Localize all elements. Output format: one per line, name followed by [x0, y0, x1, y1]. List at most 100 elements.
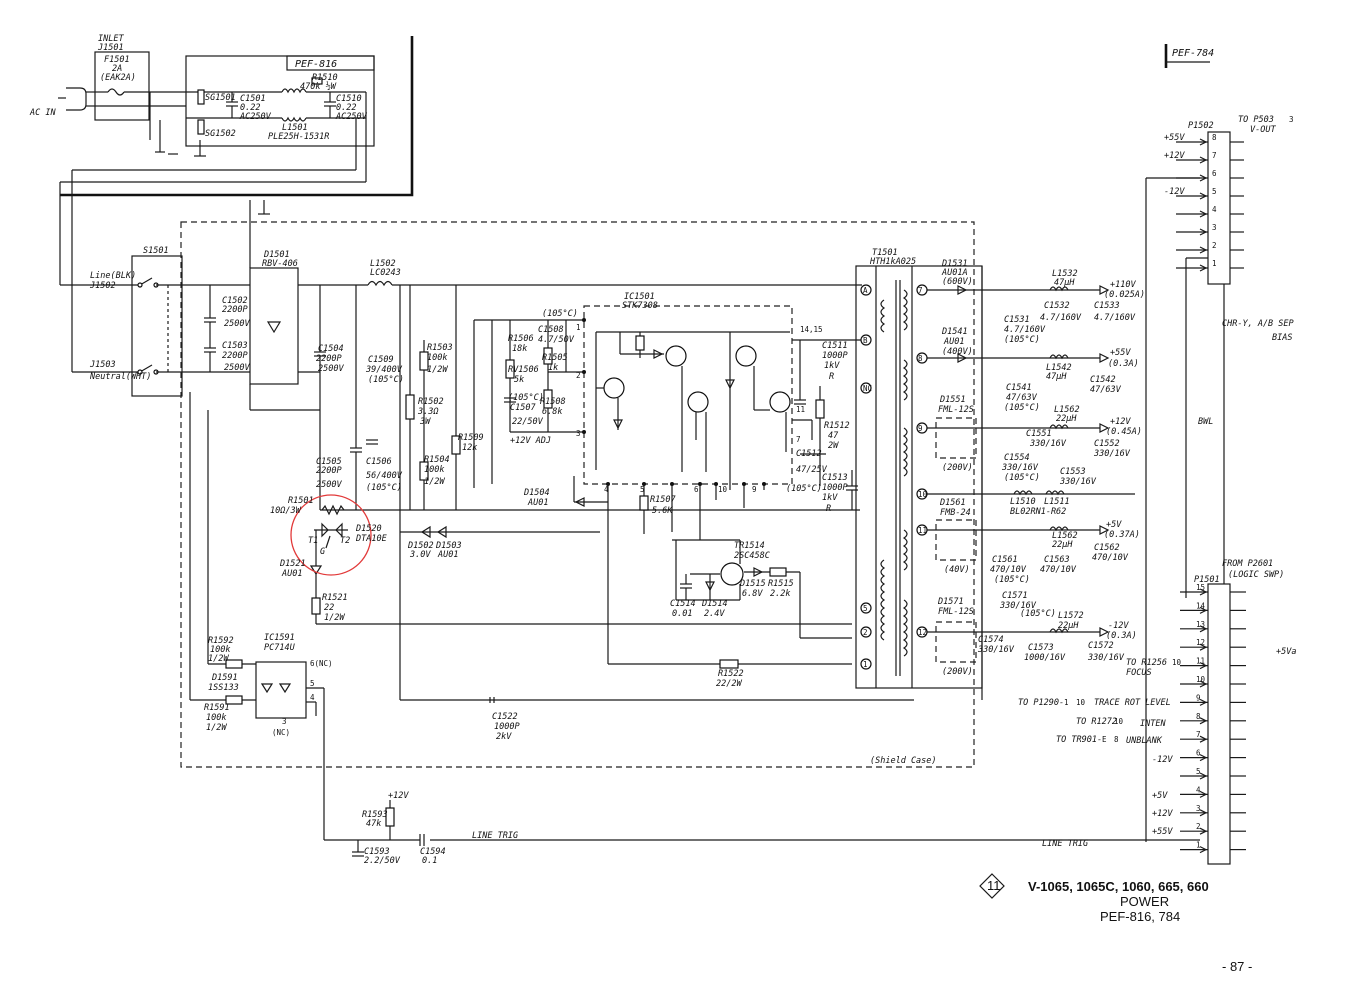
r1508-ref: R1508: [540, 397, 566, 407]
ic1501-pin-5: 5: [640, 485, 645, 494]
p1501-arrow: [1199, 588, 1208, 596]
v12n-current: (0.3A): [1106, 631, 1137, 641]
c1511-volt: 1kV: [824, 361, 840, 371]
r1593-val: 47k: [366, 819, 381, 829]
c1509-temp: (105°C): [368, 375, 404, 385]
p1501-arrow: [1199, 827, 1208, 835]
c1506-val: 56/400V: [366, 471, 403, 481]
ic1501-pin-7: 7: [796, 435, 801, 444]
transformer-pin: [860, 334, 872, 346]
c1501-volt: AC250V: [239, 112, 272, 122]
chr-label: CHR-Y, A/B SEP: [1222, 319, 1294, 329]
d1501-ref: D1501: [263, 250, 290, 260]
c1513-ref: C1513: [822, 473, 848, 483]
p1502-arrow: [1199, 156, 1208, 164]
transformer-pin: [916, 524, 928, 536]
fuse-ref: F1501: [104, 55, 130, 65]
p1501-pin-num: 4: [1196, 785, 1201, 794]
l1572-val: 22μH: [1058, 621, 1079, 631]
p1501-pin-num: 1: [1196, 841, 1201, 850]
r1521-watt: 1/2W: [324, 613, 345, 623]
title-models: V-1065, 1065C, 1060, 665, 660: [1028, 879, 1209, 894]
triac-t2: T2: [340, 536, 350, 546]
sg1502-label: SG1502: [205, 129, 236, 139]
c1502-ref: C1502: [222, 296, 248, 306]
p1501-pin-num: 12: [1196, 638, 1205, 647]
c1561-temp: (105°C): [994, 575, 1030, 585]
v5a-label: +5Va: [1276, 647, 1296, 657]
v12p-label: +12V: [1110, 417, 1131, 427]
l1532-ref: L1532: [1052, 269, 1078, 279]
r1509-ref: R1509: [458, 433, 484, 443]
p1502-pin-num: 2: [1212, 241, 1217, 250]
c1541-ref: C1541: [1006, 383, 1032, 393]
p1501-arrow: [1199, 643, 1208, 651]
v12n-label: -12V: [1108, 621, 1129, 631]
trace-to: TO P1290-: [1018, 698, 1064, 708]
c1511-val: 1000P: [822, 351, 848, 361]
c1510-val: 0.22: [336, 103, 356, 113]
c1511-ref: C1511: [822, 341, 848, 351]
d1591-ref: D1591: [211, 673, 238, 683]
c1522-ref: C1522: [492, 712, 518, 722]
d1531-volt: (600V): [942, 277, 973, 287]
c1505-val: 2200P: [316, 466, 342, 476]
d1561-part: FMB-24: [940, 508, 971, 518]
d1571-ref: D1571: [937, 597, 964, 607]
transformer-pin-label: 1: [863, 660, 868, 669]
d1571-volt: (200V): [942, 667, 973, 677]
ic1501-pin-1: 1: [576, 323, 581, 332]
inlet-board: [58, 36, 414, 372]
primary-winding: [880, 299, 886, 333]
c1554-val: 330/16V: [1001, 463, 1039, 473]
l1562-val: 22μH: [1056, 414, 1077, 424]
p1502-pin-num: 3: [1212, 223, 1217, 232]
r1504-watt: 1/2W: [424, 477, 445, 487]
p1501-arrow: [1199, 717, 1208, 725]
p1501-pin-num: 13: [1196, 620, 1205, 629]
c1502-volt: 2500V: [224, 319, 250, 329]
p1502-arrow: [1199, 138, 1208, 146]
tr1514-ref: TR1514: [734, 541, 765, 551]
bias-label: BIAS: [1272, 333, 1292, 343]
p1502-pin-label: -12V: [1164, 187, 1185, 197]
diagram-number: 11: [987, 878, 1001, 893]
d1571-part: FML-12S: [938, 607, 974, 617]
c1513-volt: 1kV: [822, 493, 838, 503]
p1501-arrow: [1199, 772, 1208, 780]
pef784-label: PEF-784: [1172, 48, 1214, 59]
p1501-arrow: [1199, 754, 1208, 762]
c1553-ref: C1553: [1060, 467, 1086, 477]
ic1591-part: PC714U: [264, 643, 296, 653]
c1553-val: 330/16V: [1059, 477, 1097, 487]
ic1591-pin3: 3: [282, 717, 287, 726]
c1562-ref: C1562: [1094, 543, 1120, 553]
page-number: - 87 -: [1222, 959, 1252, 974]
transformer-pin-label: NC: [863, 384, 872, 393]
p1501-logic: (LOGIC SWP): [1228, 570, 1284, 580]
c1514-ref: C1514: [670, 599, 696, 609]
trace-num-2: 10: [1076, 698, 1086, 707]
fuse-part: (EAK2A): [100, 73, 136, 83]
ic1591-pin6: 6(NC): [310, 659, 333, 668]
p1502-pin-num: 8: [1212, 133, 1217, 142]
c1509-ref: C1509: [368, 355, 394, 365]
unblank-to: TO TR901-: [1056, 735, 1102, 745]
c1532-ref: C1532: [1044, 301, 1070, 311]
r1504-val: 100k: [424, 465, 444, 475]
r1591-ref: R1591: [204, 703, 230, 713]
c1513-val: 1000P: [822, 483, 848, 493]
transformer-pin-label: B: [863, 336, 868, 345]
l1562b-val: 22μH: [1052, 540, 1073, 550]
v5-current: (0.37A): [1104, 530, 1140, 540]
r1502-ref: R1502: [418, 397, 444, 407]
ic1501-temp-2: (105°C): [508, 393, 544, 403]
p1501-arrow: [1199, 809, 1208, 817]
transformer-pin: [860, 658, 872, 670]
d1502-val: 3.0V: [409, 550, 431, 560]
secondary-winding: [902, 289, 908, 331]
d1541-part: AU01: [943, 337, 964, 347]
c1563-val: 470/10V: [1040, 565, 1077, 575]
shield-label: (Shield Case): [870, 756, 937, 766]
r1592-val: 100k: [210, 645, 230, 655]
